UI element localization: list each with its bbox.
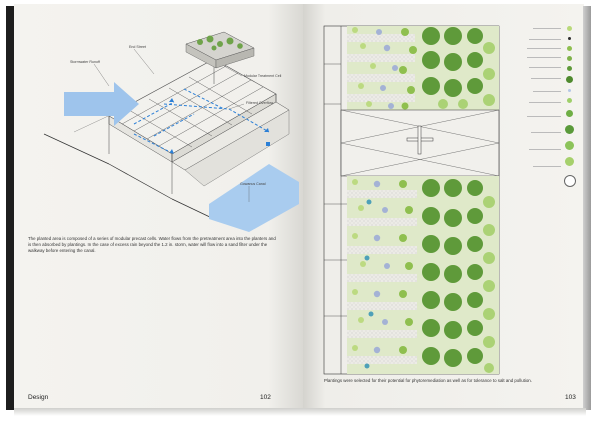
- legend-swatch-6: [566, 76, 573, 83]
- legend-swatch-9: [566, 110, 573, 117]
- left-caption: The planted area is composed of a series…: [28, 236, 276, 253]
- label-end-street: End Street: [129, 45, 146, 49]
- platform-front: [108, 115, 173, 163]
- section-label: Design: [28, 394, 49, 401]
- planting-plan: [323, 25, 500, 375]
- legend-swatch-3: [567, 46, 572, 51]
- canal-water: [209, 164, 299, 232]
- left-page-number: 102: [260, 394, 271, 401]
- plant-legend: [511, 26, 581, 196]
- label-modular-treatment-cell: Modular Treatment Cell: [244, 74, 282, 78]
- label-gowanus-canal: Gowanus Canal: [240, 182, 266, 186]
- left-page: Stormwater Runoff End Street Modular Tre…: [14, 4, 303, 410]
- open-book: Stormwater Runoff End Street Modular Tre…: [6, 4, 594, 422]
- legend-swatch-10: [565, 125, 574, 134]
- legend-swatch-11: [565, 141, 574, 150]
- planter-plants: [197, 35, 243, 51]
- right-page-number: 103: [565, 394, 576, 401]
- legend-swatch-12: [565, 157, 574, 166]
- legend-swatch-1: [567, 26, 572, 31]
- legend-swatch-13: [564, 175, 576, 187]
- stormwater-diagram: [43, 31, 299, 232]
- legend-swatch-4: [567, 56, 572, 61]
- page-edges: [583, 6, 591, 410]
- label-filtered-overflow: Filtered Overflow: [246, 101, 274, 105]
- legend-swatch-7: [568, 89, 571, 92]
- upper-planting-block: [347, 26, 499, 110]
- right-caption: Plantings were selected for their potent…: [324, 378, 532, 383]
- lower-planting-block: [347, 176, 499, 374]
- book-cover-edge: [6, 6, 15, 410]
- legend-text-lines: [515, 26, 561, 167]
- legend-swatch-8: [567, 98, 572, 103]
- legend-swatch-2: [568, 37, 571, 40]
- legend-swatch-5: [567, 66, 572, 71]
- right-page: Plantings were selected for their potent…: [303, 4, 584, 410]
- stormwater-arrow: [64, 82, 139, 126]
- book-shadow: [14, 408, 586, 416]
- label-stormwater-runoff: Stormwater Runoff: [70, 60, 100, 64]
